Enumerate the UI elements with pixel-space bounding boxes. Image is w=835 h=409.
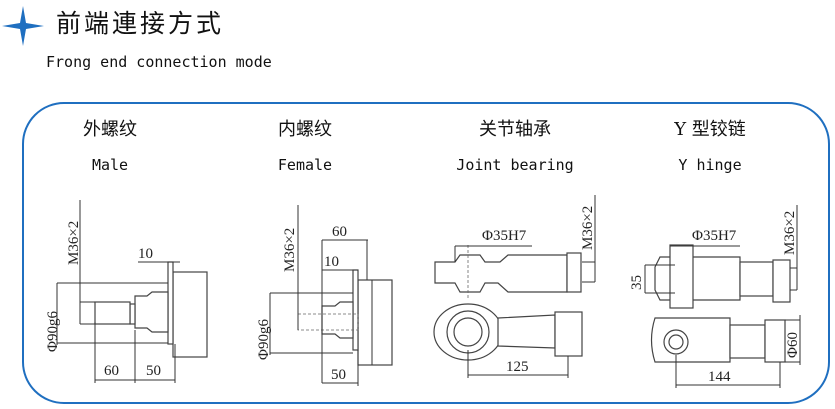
yhinge-dia-label: Φ60 [785,332,801,358]
joint-en-label: Joint bearing [456,156,574,174]
female-dim-50: 50 [331,367,346,383]
star-icon [2,6,44,46]
page-subtitle: Frong end connection mode [46,53,272,71]
male-dim-50: 50 [146,363,161,379]
female-drawing: M36×2 Φ90g6 60 10 50 [256,205,393,386]
yhinge-dim-144: 144 [708,369,731,385]
female-dim-60: 60 [332,224,347,240]
joint-bearing-drawing: Φ35H7 M36×2 125 [433,195,596,378]
joint-dim-125: 125 [506,359,529,375]
female-en-label: Female [277,156,333,174]
modes-frame [22,102,830,404]
male-cn-label: 外螺纹 [83,119,137,140]
yhinge-bore-label: Φ35H7 [692,228,737,244]
female-cn-label: 内螺纹 [278,119,332,140]
joint-thread-label: M36×2 [580,206,596,250]
yhinge-dim-35: 35 [629,275,645,290]
male-en-label: Male [91,156,129,174]
female-thread-label: M36×2 [282,228,298,272]
y-hinge-drawing: Φ35H7 35 M36×2 Φ60 144 [629,205,801,388]
joint-cn-label: 关节轴承 [479,119,551,140]
female-dim-10: 10 [324,254,339,270]
female-dia-label: Φ90g6 [256,319,272,360]
page-title: 前端連接方式 [56,9,225,38]
male-dim-10: 10 [138,246,153,262]
male-thread-label: M36×2 [66,221,82,265]
yhinge-en-label: Y hinge [678,156,742,174]
yhinge-thread-label: M36×2 [782,211,798,255]
joint-bore-label: Φ35H7 [482,228,527,244]
male-dia-label: Φ90g6 [45,311,61,352]
male-dim-60: 60 [104,363,119,379]
yhinge-cn-label: Y 型铰链 [674,119,746,140]
male-drawing: M36×2 Φ90g6 10 60 50 [45,200,208,383]
